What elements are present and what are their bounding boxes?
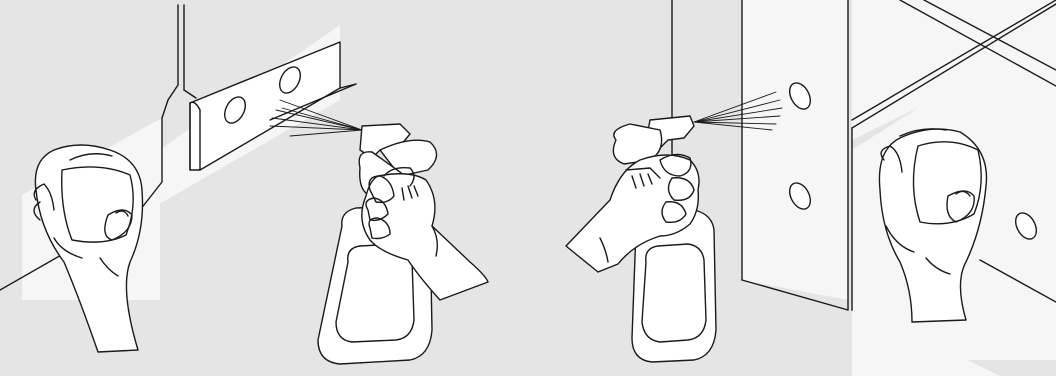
bracket-hole [278, 66, 302, 94]
hand-with-cloth-right [878, 128, 988, 323]
panel-hole [788, 182, 812, 210]
panel-hole [788, 82, 812, 110]
spray-bottle-right [565, 115, 717, 363]
left-scene [0, 4, 489, 365]
spray-mist-lines-right [693, 91, 783, 131]
hand-with-cloth [33, 144, 144, 353]
spray-mist-lines [269, 99, 363, 137]
bracket-hole [223, 96, 247, 124]
bracket-with-holes [0, 41, 357, 291]
right-frame-lines [671, 0, 1056, 311]
frame-rail [139, 4, 197, 211]
spray-bottle [317, 123, 489, 365]
right-scene [565, 0, 1056, 376]
panel-hole [1014, 212, 1038, 240]
right-holes [788, 82, 1038, 240]
